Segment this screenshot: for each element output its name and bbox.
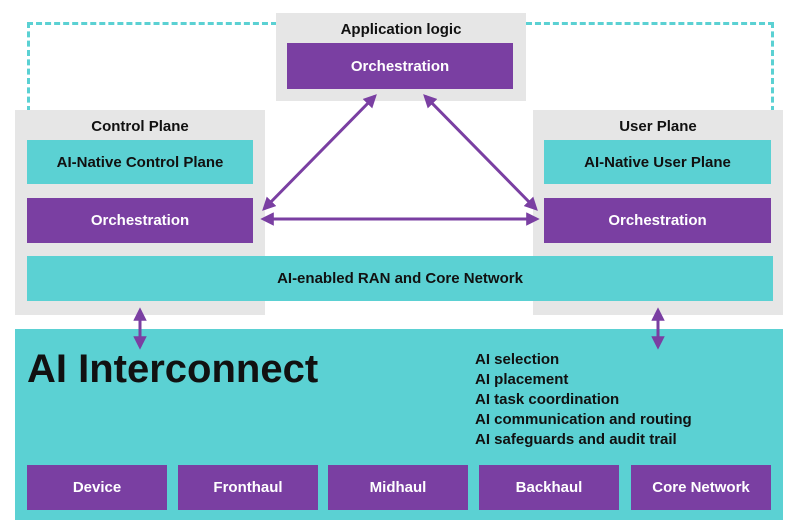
feature-item: AI selection [475,351,560,368]
user-plane-title: User Plane [619,118,697,135]
segment-core-network: Core Network [631,465,771,510]
ai-native-control-plane-box: AI-Native Control Plane [27,140,253,184]
segment-device: Device [27,465,167,510]
feature-item: AI task coordination [475,391,620,408]
application-orchestration-box: Orchestration [287,43,513,89]
ai-native-user-plane-box: AI-Native User Plane [544,140,771,184]
control-plane-title: Control Plane [91,118,189,135]
dashed-boundary-top-right [526,22,774,112]
ai-interconnect-title: AI Interconnect [27,347,319,391]
dashed-boundary-top-left [27,22,277,112]
feature-item: AI communication and routing [475,411,692,428]
user-plane-orchestration-box: Orchestration [544,198,771,243]
application-logic-title: Application logic [340,21,462,38]
arrow-app-to-user [423,94,538,211]
feature-item: AI safeguards and audit trail [475,431,677,448]
ai-enabled-ran-core-bar: AI-enabled RAN and Core Network [27,256,773,301]
feature-item: AI placement [475,371,569,388]
segment-midhaul: Midhaul [328,465,468,510]
arrow-app-to-control [262,94,377,211]
ai-interconnect-feature-list: AI selection AI placement AI task coordi… [475,350,692,450]
segment-backhaul: Backhaul [479,465,619,510]
segment-fronthaul: Fronthaul [178,465,318,510]
control-plane-orchestration-box: Orchestration [27,198,253,243]
